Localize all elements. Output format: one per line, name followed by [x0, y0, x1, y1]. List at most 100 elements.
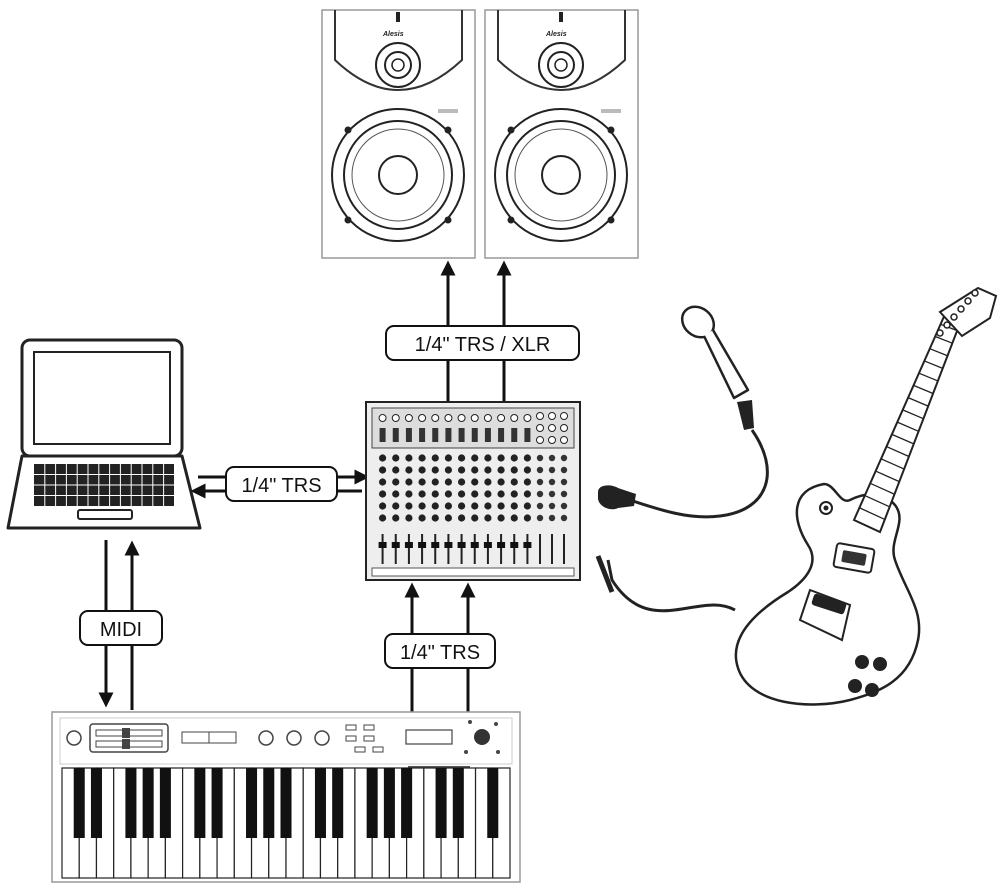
mixer-knob [378, 466, 387, 474]
mixer-knob [523, 514, 532, 522]
guitar-fret [929, 348, 948, 357]
mixer-knob [444, 502, 453, 510]
electric-guitar [595, 286, 998, 706]
mixer-master-knob [536, 502, 544, 510]
guitar-fret [907, 397, 929, 407]
mixer-knob [471, 502, 479, 510]
mixer-master-knob [548, 436, 556, 444]
mixer-input-jack [497, 414, 506, 422]
mixer-input-jack [457, 414, 466, 422]
mixer-master-fader [563, 534, 565, 564]
mixer-master-knob [560, 478, 568, 486]
black-key [246, 768, 258, 838]
black-key [383, 768, 395, 838]
mixer-knob [405, 490, 413, 498]
mixer-input-port [392, 428, 399, 442]
studio-monitor-right: Alesis [484, 9, 639, 259]
svg-text:Alesis: Alesis [382, 31, 404, 38]
mixer-master-knob [536, 424, 544, 432]
mixer-knob [405, 466, 413, 474]
mixer-input-port [419, 428, 426, 442]
mixer-master-knob [548, 490, 556, 498]
mixer-knob [471, 514, 479, 522]
mixer-knob [418, 466, 426, 474]
mixer-knob [484, 514, 492, 522]
mixer-fader-cap [497, 542, 506, 548]
mixer-fader-track [394, 534, 397, 564]
mixer-knob [405, 454, 413, 462]
keyboard-connection-label: 1/4" TRS [384, 633, 496, 669]
mixer-input-port [445, 428, 452, 442]
mixer-master-knob [536, 466, 544, 474]
mixer-fader-track [407, 534, 410, 564]
xlr-connector [598, 485, 636, 510]
mixer-knob [523, 478, 532, 486]
mixer-knob [510, 466, 518, 474]
mixer-fader-track [460, 534, 463, 564]
monitor-connection-label: 1/4" TRS / XLR [385, 325, 580, 361]
mixer-knob [392, 502, 400, 510]
mixer-knob [497, 466, 505, 474]
mixer-knob [431, 514, 439, 522]
mixer-knob [418, 502, 426, 510]
mixer-fader-cap [391, 542, 400, 548]
guitar-fret [891, 433, 915, 445]
mixer-knob [378, 502, 387, 510]
mixer-knob [378, 478, 387, 486]
mixer-input-jack [444, 414, 453, 422]
mixer-knob [510, 502, 518, 510]
mixer-input-port [511, 428, 518, 442]
mixer-input-jack [510, 414, 519, 422]
mixer-input-port [484, 428, 491, 442]
mixer-knob [510, 478, 518, 486]
mixer-fader-track [381, 534, 384, 564]
black-key [280, 768, 292, 838]
mixer-input-port [458, 428, 465, 442]
mixer-knob [497, 454, 505, 462]
black-key [125, 768, 137, 838]
mixer-master-knob [548, 502, 556, 510]
mixer-fader-cap [418, 542, 427, 548]
mixer-knob [523, 466, 532, 474]
mixer-fader-cap [431, 542, 440, 548]
mixer-knob [405, 478, 413, 486]
mixer-knob [392, 514, 400, 522]
mixer-fader-track [434, 534, 437, 564]
mixer-input-port [498, 428, 505, 442]
mixer-knob [497, 502, 505, 510]
mixer-master-knob [548, 514, 556, 522]
mixer-knob [444, 514, 453, 522]
guitar-fret [934, 335, 953, 344]
mixer-knob [444, 490, 453, 498]
midi-connection-label: MIDI [79, 610, 163, 646]
mixer-fader-track [447, 534, 450, 564]
computer-connection-label: 1/4" TRS [225, 466, 338, 502]
mixer-fader-cap [523, 542, 532, 548]
mixer-master-knob [536, 490, 544, 498]
mixer-input-port [524, 428, 531, 442]
mixer-knob [392, 478, 400, 486]
mixer-knob [444, 454, 453, 462]
black-key [435, 768, 447, 838]
mixer-knob [510, 514, 518, 522]
guitar-fret [869, 482, 895, 495]
mixer-input-jack [523, 414, 532, 422]
mixer-master-knob [560, 502, 568, 510]
black-key [90, 768, 102, 838]
mixer-input-port [405, 428, 412, 442]
guitar-fret [875, 470, 900, 483]
mixer-input-port [471, 428, 478, 442]
mixer-fader-cap [444, 542, 453, 548]
mixer-input-jack [483, 414, 492, 422]
mixer-master-knob [536, 412, 544, 420]
black-key [401, 768, 413, 838]
mixer-master-knob [560, 424, 568, 432]
black-key [194, 768, 206, 838]
mixer-fader-track [526, 534, 529, 564]
mixer-master-knob [536, 436, 544, 444]
mixer-master-knob [560, 490, 568, 498]
guitar-fret [918, 372, 939, 382]
guitar-fret [924, 360, 943, 369]
black-key [366, 768, 378, 838]
studio-monitor-left: Alesis [321, 9, 476, 259]
